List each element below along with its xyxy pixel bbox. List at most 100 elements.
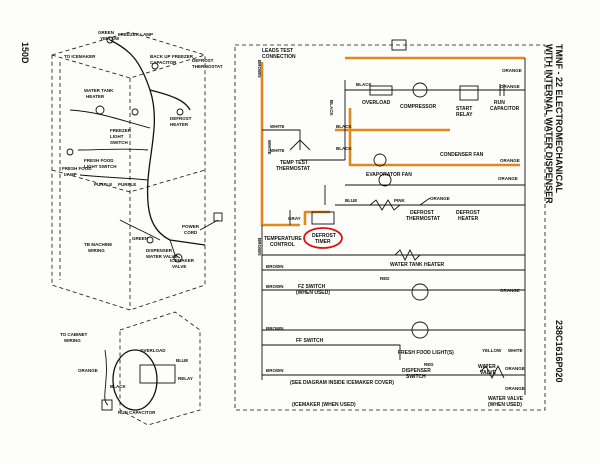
pictorial-labels: GREEN YELLOW FREEZER LAMP TO ICEMAKER BA… (62, 30, 223, 269)
compressor-label: TO CABINET (60, 332, 88, 337)
pictorial-label: DEFROST (170, 116, 192, 121)
compressor-label: WIRING (64, 338, 81, 343)
run-capacitor-symbol (499, 84, 505, 96)
fz-light-symbol (411, 283, 429, 301)
compressor-label: BLACK (110, 384, 126, 389)
wire-color-label: YELLOW (482, 348, 502, 353)
compressor-label: OVERLOAD (140, 348, 166, 353)
part-number: 238C1616P020 (554, 320, 564, 383)
wire-color-label: ORANGE (500, 158, 520, 163)
pictorial-label: ICEMAKER (170, 258, 195, 263)
see-diagram-label: (SEE DIAGRAM INSIDE ICEMAKER COVER) (290, 380, 394, 386)
pictorial-label: PURPLE (118, 182, 136, 187)
overload-label: OVERLOAD (362, 100, 391, 106)
wire-color-label: ORANGE (500, 84, 520, 89)
pictorial-label: LIGHT (110, 134, 124, 139)
page-code: 150D (20, 42, 30, 64)
pictorial-label: SWITCH (110, 140, 128, 145)
pictorial-label: FRESH FOOD (84, 158, 114, 163)
temp-test-thermostat-label: THERMOSTAT (276, 166, 310, 172)
wire-color-label: WHITE (270, 124, 285, 129)
wire-color-label: RED (424, 362, 434, 367)
pictorial-label: VALVE (172, 264, 186, 269)
pictorial-cabinet-diagram (51, 31, 223, 311)
wire-color-label: RED (380, 276, 390, 281)
pictorial-label: CORD (184, 230, 198, 235)
pictorial-label: FREEZER (110, 128, 132, 133)
wire-color-label: BROWN (266, 284, 284, 289)
defrost-thermostat-label: THERMOSTAT (406, 216, 440, 222)
pictorial-label: LAMP (64, 172, 77, 177)
water-valve-symbol (479, 364, 505, 380)
pictorial-label: WATER TANK (84, 88, 114, 93)
pictorial-label: HEATER (170, 122, 189, 127)
wire-color-label: ORANGE (505, 386, 525, 391)
ff-switch-label: FF SWITCH (296, 338, 324, 344)
leads-test-label: LEADS TEST (262, 48, 293, 54)
water-valve-when-used-label: WATER VALVE (488, 396, 524, 402)
wire-color-label: BROWN (266, 326, 284, 331)
defrost-heater-label: HEATER (458, 216, 479, 222)
defrost-timer-label: TIMER (315, 239, 331, 245)
wire-color-label: BLACK (336, 124, 352, 129)
defrost-heater-symbol (369, 199, 401, 211)
wire-color-label: ORANGE (502, 68, 522, 73)
wire-color-label: WHITE (270, 148, 285, 153)
compressor-label: BLUE (176, 358, 188, 363)
condenser-fan-label: CONDENSER FAN (440, 152, 484, 158)
diagram-title-line-2: WITH INTERNAL WATER DISPENSER (544, 44, 554, 204)
pictorial-label: THERMOSTAT (192, 64, 223, 69)
water-valve-label: WATER (478, 364, 496, 370)
start-relay-label: RELAY (456, 112, 473, 118)
defrost-heater-label: DEFROST (456, 210, 480, 216)
wire-color-label: ORANGE (430, 196, 450, 201)
pictorial-label: GREEN (98, 30, 114, 35)
wire-color-label: WHITE (267, 140, 272, 155)
pictorial-label: FRESH FOOD (62, 166, 92, 171)
run-capacitor-label: CAPACITOR (490, 106, 520, 112)
pictorial-label: CAPACITOR (150, 60, 177, 65)
pictorial-label: PURPLE (94, 182, 112, 187)
compressor-label: COMPRESSOR (400, 104, 437, 110)
compressor-label: RELAY (178, 376, 193, 381)
dispenser-switch-label: SWITCH (406, 374, 426, 380)
leads-test-label: CONNECTION (262, 54, 296, 60)
defrost-thermostat-symbol (419, 197, 431, 206)
fresh-food-lights-label: FRESH FOOD LIGHT(S) (398, 350, 454, 356)
temperature-control-label: TEMPERATURE (264, 236, 302, 242)
wire-color-label: BROWN (266, 264, 284, 269)
icemaker-label: (ICEMAKER (WHEN USED) (292, 402, 356, 408)
pictorial-label: HEATER (86, 94, 105, 99)
start-relay-label: START (456, 106, 472, 112)
pictorial-label: YELLOW (100, 36, 120, 41)
water-valve-when-used-label: (WHEN USED) (488, 402, 522, 408)
defrost-timer-label: DEFROST (312, 233, 336, 239)
compressor-symbol (412, 82, 428, 98)
ff-light-symbol (411, 321, 429, 339)
wire-color-label: ORANGE (500, 288, 520, 293)
pictorial-label: LIGHT SWITCH (84, 164, 117, 169)
defrost-thermostat-label: DEFROST (410, 210, 434, 216)
wire-color-label: GRAY (288, 216, 301, 221)
defrost-timer-symbol (311, 211, 335, 225)
evaporator-fan-label: EVAPORATOR FAN (366, 172, 412, 178)
wire-color-label: ORANGE (498, 176, 518, 181)
start-relay-symbol (459, 85, 479, 101)
pictorial-label: DISPENSER (146, 248, 173, 253)
water-tank-heater-symbol (394, 248, 421, 262)
wire-color-label: WHITE (508, 348, 523, 353)
pictorial-label: TO ICEMAKER (64, 54, 96, 59)
dispenser-switch-label: DISPENSER (402, 368, 431, 374)
schematic-diagram: LEADS TEST CONNECTION BROWN WHITE BROWN … (234, 39, 546, 411)
pictorial-label: FREEZER LAMP (118, 32, 153, 37)
wire-color-label: BLACK (336, 146, 352, 151)
compressor-label: ORANGE (78, 368, 98, 373)
wire-color-label: ORANGE (505, 366, 525, 371)
pictorial-label: FREEZER (172, 54, 194, 59)
wire-color-label: BROWN (257, 238, 262, 256)
fz-switch-label: FZ SWITCH (298, 284, 326, 290)
pictorial-label: BACK UP (150, 54, 171, 59)
pictorial-label: TB MACHINE (84, 242, 112, 247)
pictorial-label: DEFROST (192, 58, 214, 63)
